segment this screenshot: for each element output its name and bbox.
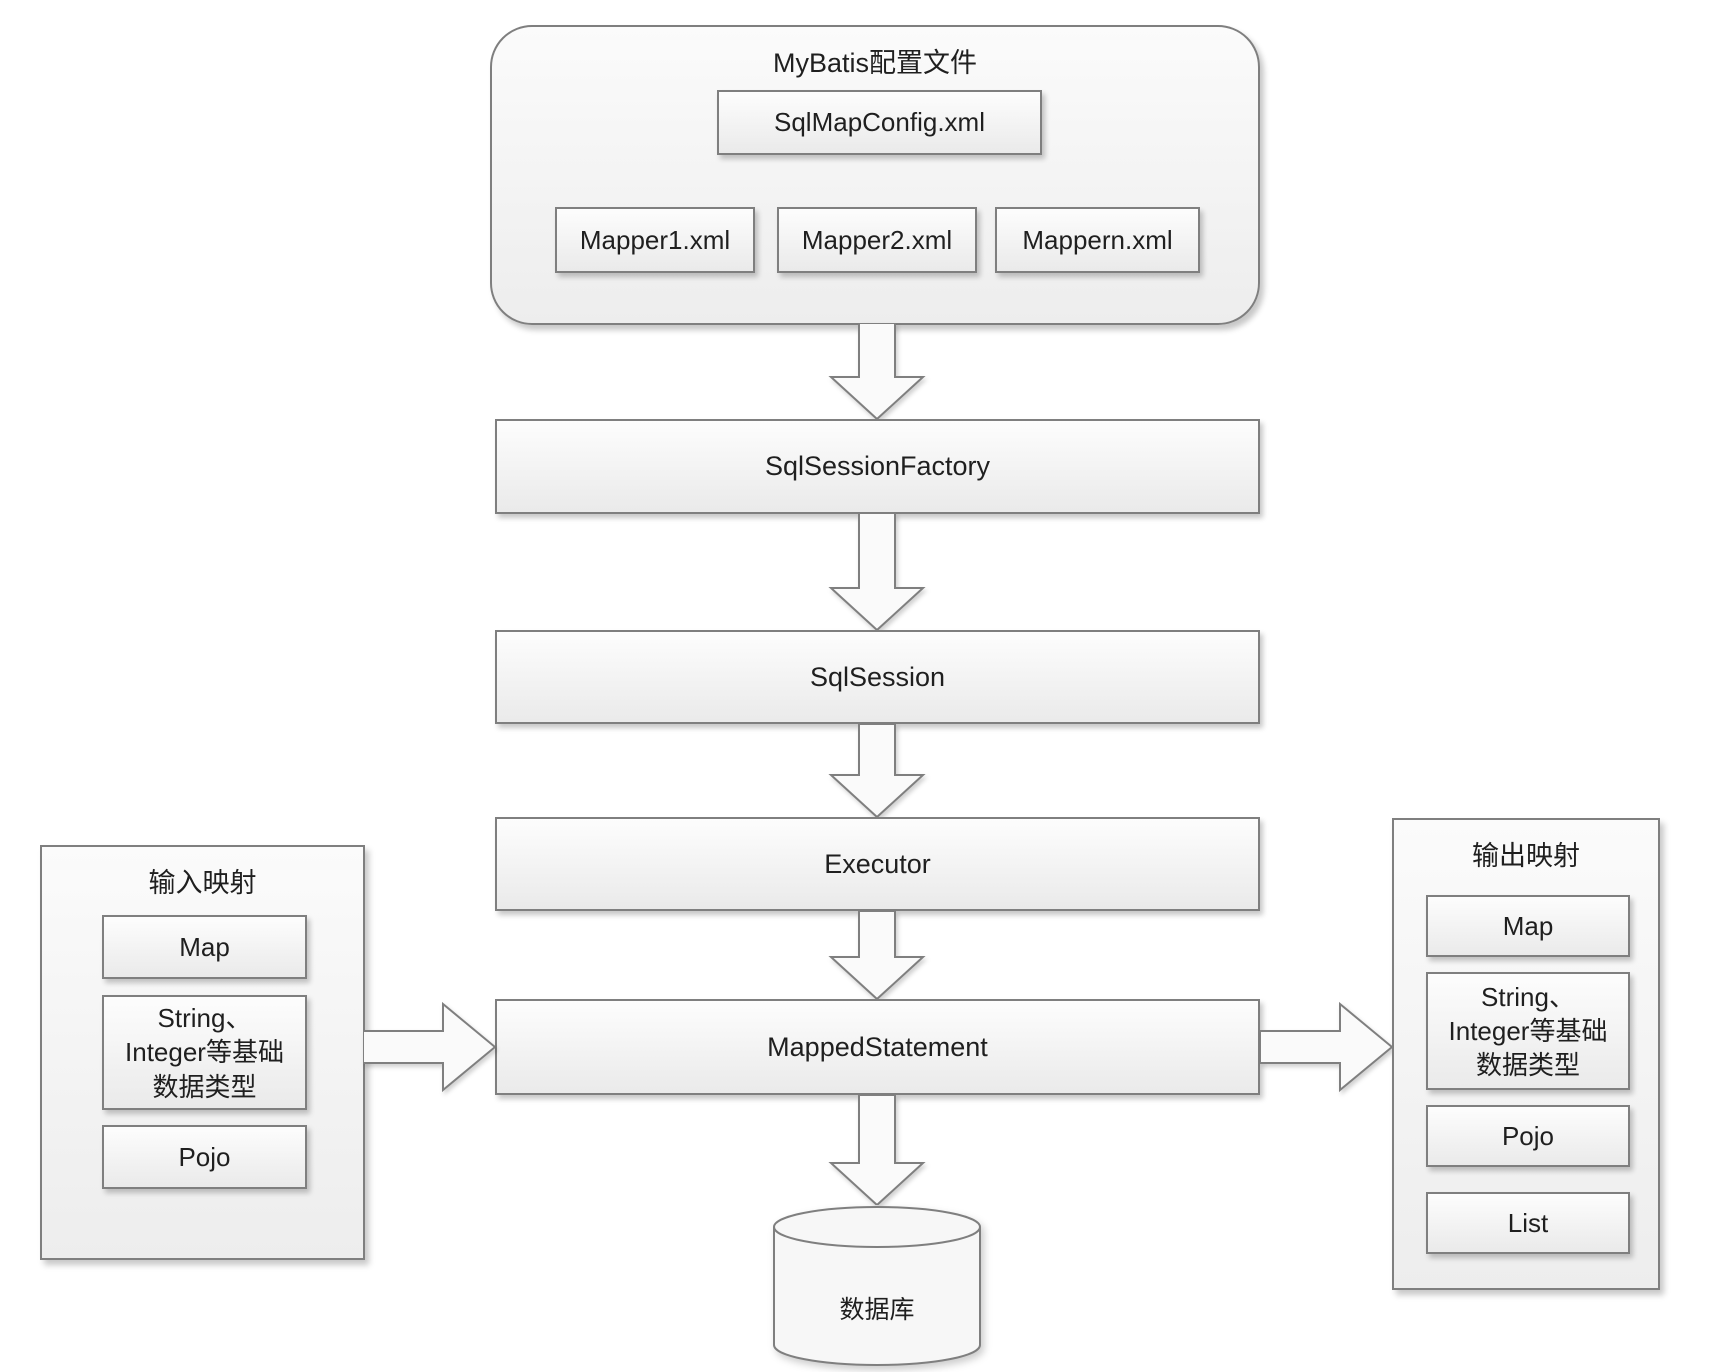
sqlsession-box: SqlSession	[495, 630, 1260, 724]
output-pojo-box: Pojo	[1426, 1105, 1630, 1167]
output-basic-types-box: String、 Integer等基础 数据类型	[1426, 972, 1630, 1090]
mappedstatement-box: MappedStatement	[495, 999, 1260, 1095]
output-mapping-title: 输出映射	[1472, 841, 1580, 872]
input-mapping-panel: 输入映射 Map String、 Integer等基础 数据类型 Pojo	[40, 845, 365, 1260]
mapper2-box: Mapper2.xml	[777, 207, 977, 273]
input-basic-types-box: String、 Integer等基础 数据类型	[102, 995, 307, 1110]
down-arrow-executor-to-mappedstatement-icon	[828, 911, 926, 999]
sqlmapconfig-box: SqlMapConfig.xml	[717, 90, 1042, 155]
database-label: 数据库	[839, 1295, 915, 1324]
output-map-box: Map	[1426, 895, 1630, 957]
right-arrow-mappedstatement-to-output-icon	[1260, 1001, 1392, 1093]
output-list-box: List	[1426, 1192, 1630, 1254]
output-mapping-panel: 输出映射 Map String、 Integer等基础 数据类型 Pojo Li…	[1392, 818, 1660, 1290]
right-arrow-input-to-mappedstatement-icon	[363, 1001, 495, 1093]
input-pojo-box: Pojo	[102, 1125, 307, 1189]
down-arrow-factory-to-session-icon	[828, 513, 926, 630]
input-mapping-title: 输入映射	[148, 868, 257, 899]
config-panel-title: MyBatis配置文件	[772, 48, 978, 78]
down-arrow-mappedstatement-to-database-icon	[828, 1095, 926, 1205]
database-cylinder-icon	[773, 1206, 981, 1366]
mybatis-config-panel: MyBatis配置文件 SqlMapConfig.xml Mapper1.xml…	[490, 25, 1260, 325]
executor-box: Executor	[495, 817, 1260, 911]
input-map-box: Map	[102, 915, 307, 979]
down-arrow-config-to-factory-icon	[828, 323, 926, 419]
mappern-box: Mappern.xml	[995, 207, 1200, 273]
mapper1-box: Mapper1.xml	[555, 207, 755, 273]
sqlsessionfactory-box: SqlSessionFactory	[495, 419, 1260, 514]
down-arrow-session-to-executor-icon	[828, 724, 926, 817]
